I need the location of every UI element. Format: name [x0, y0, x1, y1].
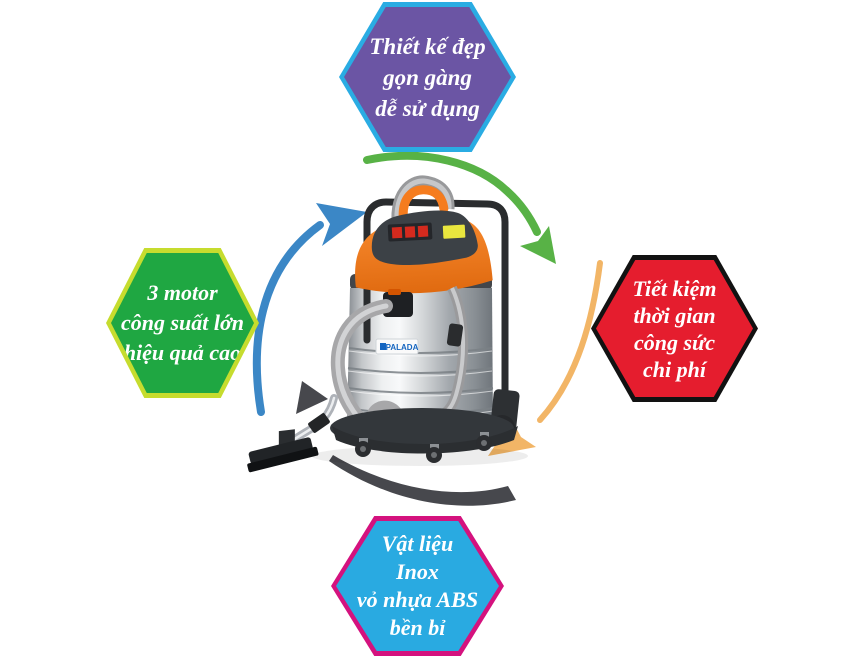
power-switches: [387, 222, 433, 242]
feature-text-power: 3 motor công suất lớn hiệu quả cao: [120, 280, 245, 365]
flow-arrow-dark: [296, 381, 516, 506]
hexagon-fill: Vật liệu Inox vỏ nhựa ABS bền bỉ: [336, 521, 499, 651]
feature-hexagon-design: Thiết kế đẹp gọn gàng dễ sử dụng: [339, 2, 516, 152]
caster-wheel: [426, 444, 442, 463]
hexagon-fill: 3 motor công suất lớn hiệu quả cao: [111, 253, 254, 393]
trolley-handle: [363, 198, 509, 434]
hexagon-fill: Thiết kế đẹp gọn gàng dễ sử dụng: [344, 7, 511, 147]
feature-hexagon-power: 3 motor công suất lớn hiệu quả cao: [106, 248, 259, 398]
flow-arrow-blue: [252, 203, 367, 416]
caster-wheel: [476, 432, 492, 451]
top-hose-loop: [391, 175, 455, 233]
feature-text-saving: Tiết kiệm thời gian công sức chi phí: [632, 275, 717, 382]
feature-hexagon-saving: Tiết kiệm thời gian công sức chi phí: [591, 255, 758, 402]
flow-arrow-green: [363, 151, 556, 264]
warning-label: [442, 224, 466, 239]
floor-brush: [247, 394, 338, 473]
feature-text-design: Thiết kế đẹp gọn gàng dễ sử dụng: [369, 33, 486, 121]
brand-label-text: PALADA: [386, 343, 419, 352]
brand-label: PALADA: [375, 338, 419, 355]
caster-wheel: [355, 438, 371, 457]
hexagon-fill: Tiết kiệm thời gian công sức chi phí: [596, 260, 753, 397]
feature-hexagon-material: Vật liệu Inox vỏ nhựa ABS bền bỉ: [331, 516, 504, 656]
vacuum-base: [330, 389, 520, 463]
feature-text-material: Vật liệu Inox vỏ nhựa ABS bền bỉ: [356, 531, 479, 640]
vacuum-head: [355, 185, 493, 294]
